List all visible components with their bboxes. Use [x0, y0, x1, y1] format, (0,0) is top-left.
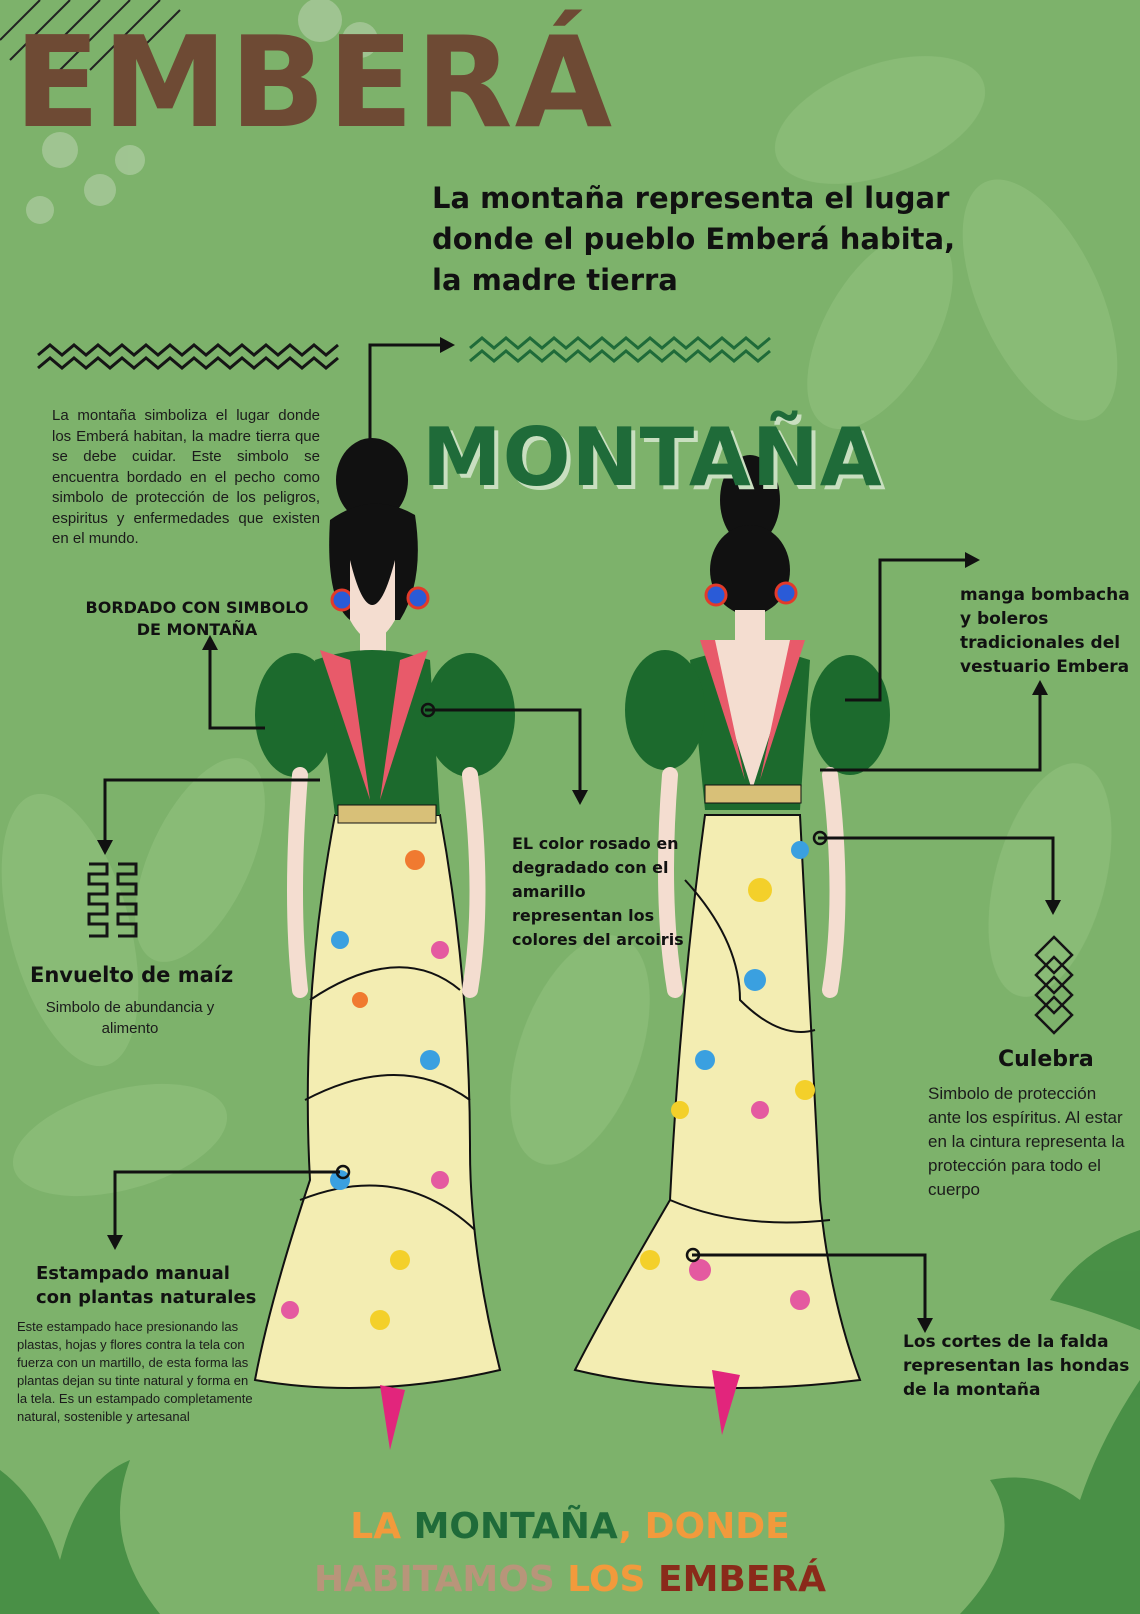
culebra-title: Culebra — [998, 1047, 1094, 1072]
section-title: MONTAÑA — [422, 411, 883, 504]
bordado-label: BORDADO CON SIMBOLO DE MONTAÑA — [85, 598, 309, 639]
intro-heading: La montaña representa el lugar donde el … — [432, 181, 956, 297]
footer-word: EMBERÁ — [658, 1559, 827, 1600]
culebra-description: Simbolo de protección ante los espíritus… — [928, 1084, 1125, 1199]
montana-description: La montaña simboliza el lugar donde los … — [52, 407, 320, 547]
manga-label: manga bombacha y boleros tradicionales d… — [960, 585, 1130, 677]
footer-word: MONTAÑA — [413, 1506, 619, 1547]
footer-word: LA — [350, 1506, 414, 1547]
snake-pattern-icon — [1034, 935, 1074, 1035]
footer-word: LOS — [567, 1559, 659, 1600]
estampado-description: Este estampado hace presionando las plas… — [17, 1319, 253, 1424]
footer-line-1: LA MONTAÑA, DONDE — [0, 1502, 1140, 1552]
maiz-description: Simbolo de abundancia y alimento — [45, 999, 215, 1037]
estampado-title: Estampado manual con plantas naturales — [36, 1263, 257, 1308]
footer-word: , DONDE — [618, 1506, 790, 1547]
page-title: EMBERÁ — [14, 9, 615, 156]
cortes-label: Los cortes de la falda representan las h… — [903, 1332, 1130, 1400]
maize-wrap-icon — [87, 862, 138, 938]
footer-line-2: HABITAMOS LOS EMBERÁ — [0, 1555, 1140, 1605]
rosado-label: EL color rosado en degradado con el amar… — [512, 834, 684, 949]
footer-word: HABITAMOS — [313, 1559, 568, 1600]
zigzag-divider-icon — [37, 343, 339, 370]
maiz-title: Envuelto de maíz — [30, 963, 234, 987]
